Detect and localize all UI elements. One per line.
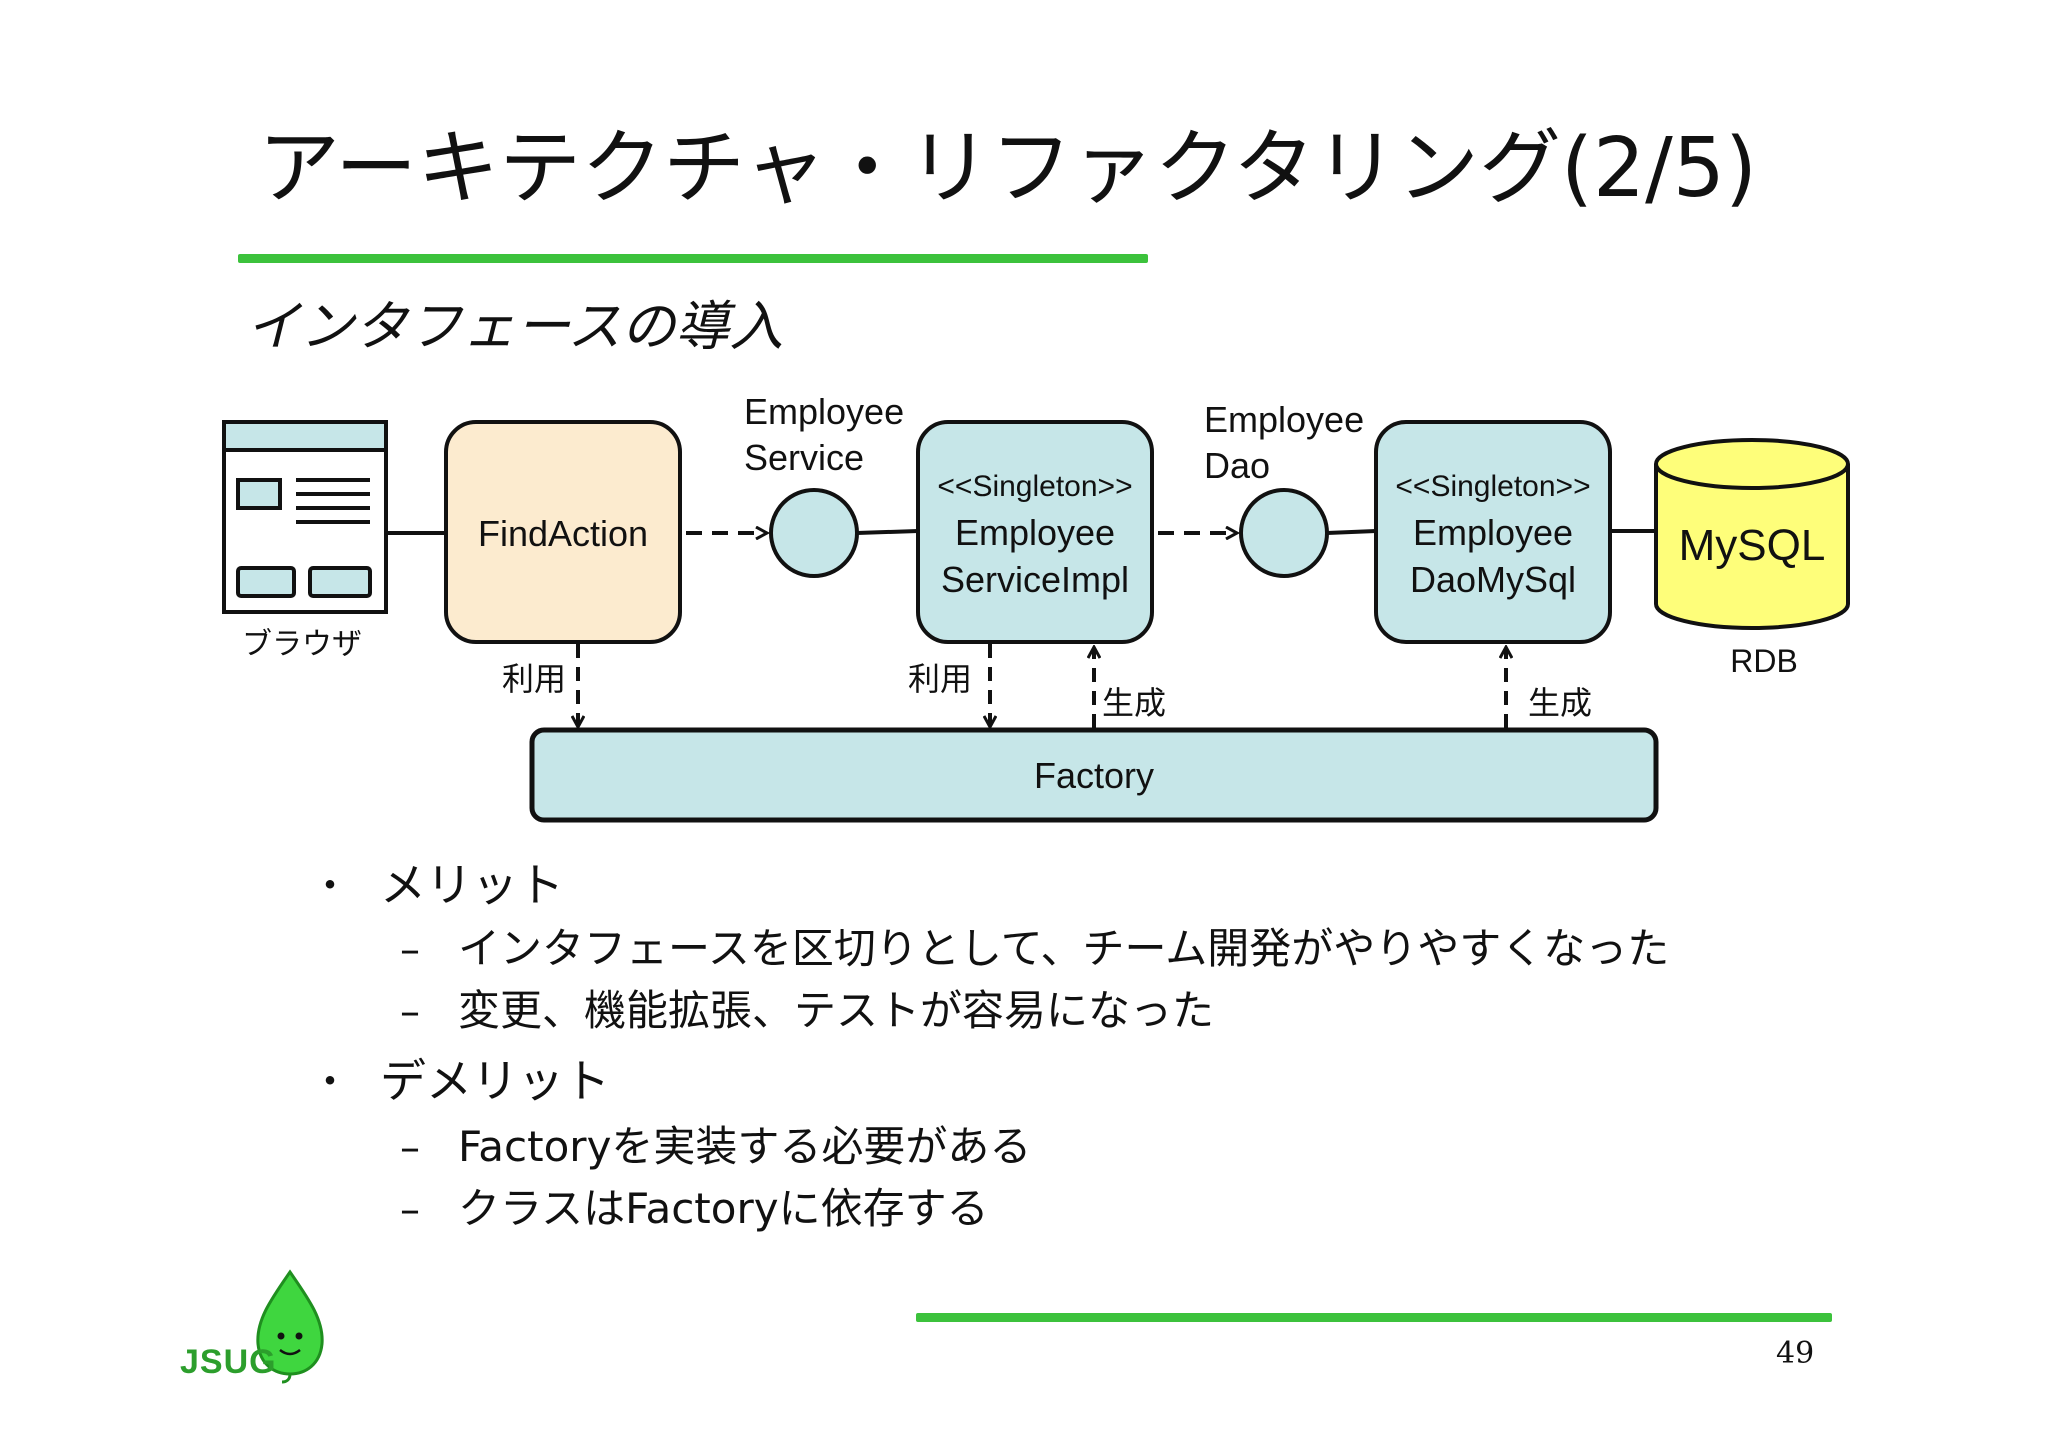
creates-label-service: 生成 [1102,684,1166,722]
service-impl-stereotype: <<Singleton>> [937,470,1132,503]
realization-line-dao [1326,529,1377,535]
rdb-label: RDB [1730,643,1798,679]
jsug-logo-text: JSUG [180,1343,277,1381]
employee-service-label-line1: Employee [744,391,904,432]
mysql-label: MySQL [1679,521,1826,570]
bullet-marker: ・ [310,1059,350,1105]
dash-marker: – [400,1125,420,1171]
dash-marker: – [400,1187,420,1233]
dao-mysql-name-line1: Employee [1413,512,1573,553]
employee-service-interface [769,488,859,578]
employee-service-impl-box [916,420,1154,644]
footer-rule [916,1313,1832,1322]
service-impl-name-line1: Employee [955,512,1115,553]
employee-dao-label-line2: Dao [1204,445,1270,486]
dash-marker: – [400,989,420,1035]
title-underline [238,254,1148,263]
mysql-database-icon [1654,438,1850,630]
uses-label-service: 利用 [908,660,972,698]
find-action-label: FindAction [478,513,648,554]
employee-dao-interface [1239,488,1329,578]
dash-marker: – [400,927,420,973]
sub-item-text: 変更、機能拡張、テストが容易になった [458,986,1215,1035]
sub-item-text: インタフェースを区切りとして、チーム開発がやりやすくなった [458,924,1670,973]
bullet-text: メリット [380,858,564,912]
creates-label-dao: 生成 [1528,684,1592,722]
sub-item-text: クラスはFactoryに依存する [458,1184,989,1233]
employee-service-label-line2: Service [744,437,864,478]
dao-mysql-stereotype: <<Singleton>> [1395,470,1590,503]
uses-label-action: 利用 [502,660,566,698]
factory-label: Factory [1034,755,1154,796]
bullet-text: デメリット [380,1054,610,1108]
bullet-marker: ・ [310,863,350,909]
section-subtitle: インタフェースの導入 [246,295,784,358]
realization-line-service [856,529,919,535]
sub-item-text: Factoryを実装する必要がある [458,1122,1032,1171]
factory-box [529,727,1659,823]
service-impl-name-line2: ServiceImpl [941,559,1129,600]
employee-dao-label-line1: Employee [1204,399,1364,440]
dao-mysql-name-line2: DaoMySql [1410,559,1576,600]
browser-label: ブラウザ [242,627,362,662]
find-action-box [444,420,682,644]
browser-icon [222,420,388,614]
page-number: 49 [1776,1336,1815,1371]
slide-title: アーキテクチャ・リファクタリング(2/5) [258,121,1757,216]
leaf-mascot-icon [256,1269,324,1384]
